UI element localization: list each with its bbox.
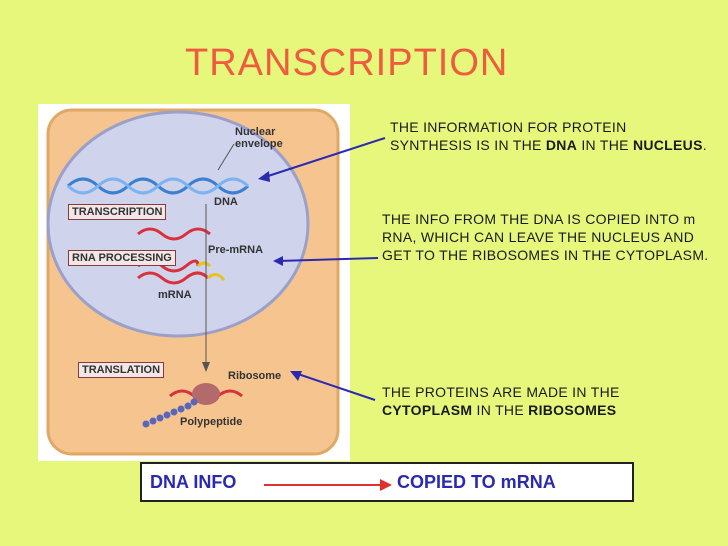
ribosome-shape	[192, 383, 220, 405]
translation-step-label: TRANSLATION	[78, 362, 165, 378]
note-mrna-copy: THE INFO FROM THE DNA IS COPIED INTO m R…	[382, 211, 709, 263]
note1-bold-dna: DNA	[545, 137, 578, 153]
note1-bold-nucleus: NUCLEUS	[632, 137, 703, 153]
note-protein-synthesis: THE PROTEINS ARE MADE IN THE CYTOPLASM I…	[382, 383, 712, 419]
note1-text-1: THE INFORMATION FOR PROTEIN SYNTHESIS IS…	[390, 119, 627, 153]
transcription-step-label: TRANSCRIPTION	[68, 204, 167, 220]
mrna-pointer-head	[273, 256, 283, 266]
summary-copied-to-mrna: COPIED TO mRNA	[397, 472, 556, 492]
mrna-tail	[206, 273, 226, 281]
envelope-leader	[217, 143, 235, 171]
polypeptide-chain	[142, 398, 198, 428]
processing-tail	[196, 261, 212, 268]
polypeptide-label: Polypeptide	[180, 416, 243, 428]
summary-arrow-icon	[264, 479, 392, 491]
mrna-strand	[137, 271, 210, 285]
ribosome-pointer-head	[290, 371, 302, 381]
mrna-pointer-line	[277, 257, 379, 262]
nucleus-pointer-head	[258, 171, 270, 182]
pre-mrna-label: Pre-mRNA	[208, 244, 264, 256]
summary-dna-info: DNA INFO	[150, 472, 237, 492]
pre-mrna-strand	[137, 227, 211, 241]
rna-processing-step-label: RNA PROCESSING	[68, 250, 176, 266]
dna-label: DNA	[214, 196, 238, 208]
slide-title: TRANSCRIPTION	[185, 42, 509, 84]
note3-bold-ribosomes: RIBOSOMES	[528, 402, 617, 418]
note3-bold-cytoplasm: CYTOPLASM	[382, 402, 473, 418]
ribosome-label: Ribosome	[228, 370, 282, 382]
cell-diagram: Nuclear envelope DNA Pre-mRNA mRNA Ribos…	[38, 104, 350, 461]
nuclear-envelope-label: Nuclear envelope	[235, 126, 283, 150]
note1-text-2: IN THE	[577, 137, 633, 153]
nucleus-pointer-line	[261, 137, 386, 179]
note3-text-1: THE PROTEINS ARE MADE IN THE	[382, 384, 620, 400]
note3-text-2: IN THE	[472, 402, 529, 418]
mrna-label: mRNA	[158, 289, 192, 301]
ribosome-pointer-line	[294, 372, 376, 401]
cell-illustration	[46, 108, 340, 456]
flow-arrowhead	[202, 362, 210, 372]
note-dna-location: THE INFORMATION FOR PROTEIN SYNTHESIS IS…	[390, 118, 710, 154]
dna-strand-b	[66, 177, 250, 195]
note1-text-3: .	[702, 137, 707, 153]
summary-box: DNA INFO COPIED TO mRNA	[140, 462, 634, 502]
nucleus	[46, 110, 310, 338]
